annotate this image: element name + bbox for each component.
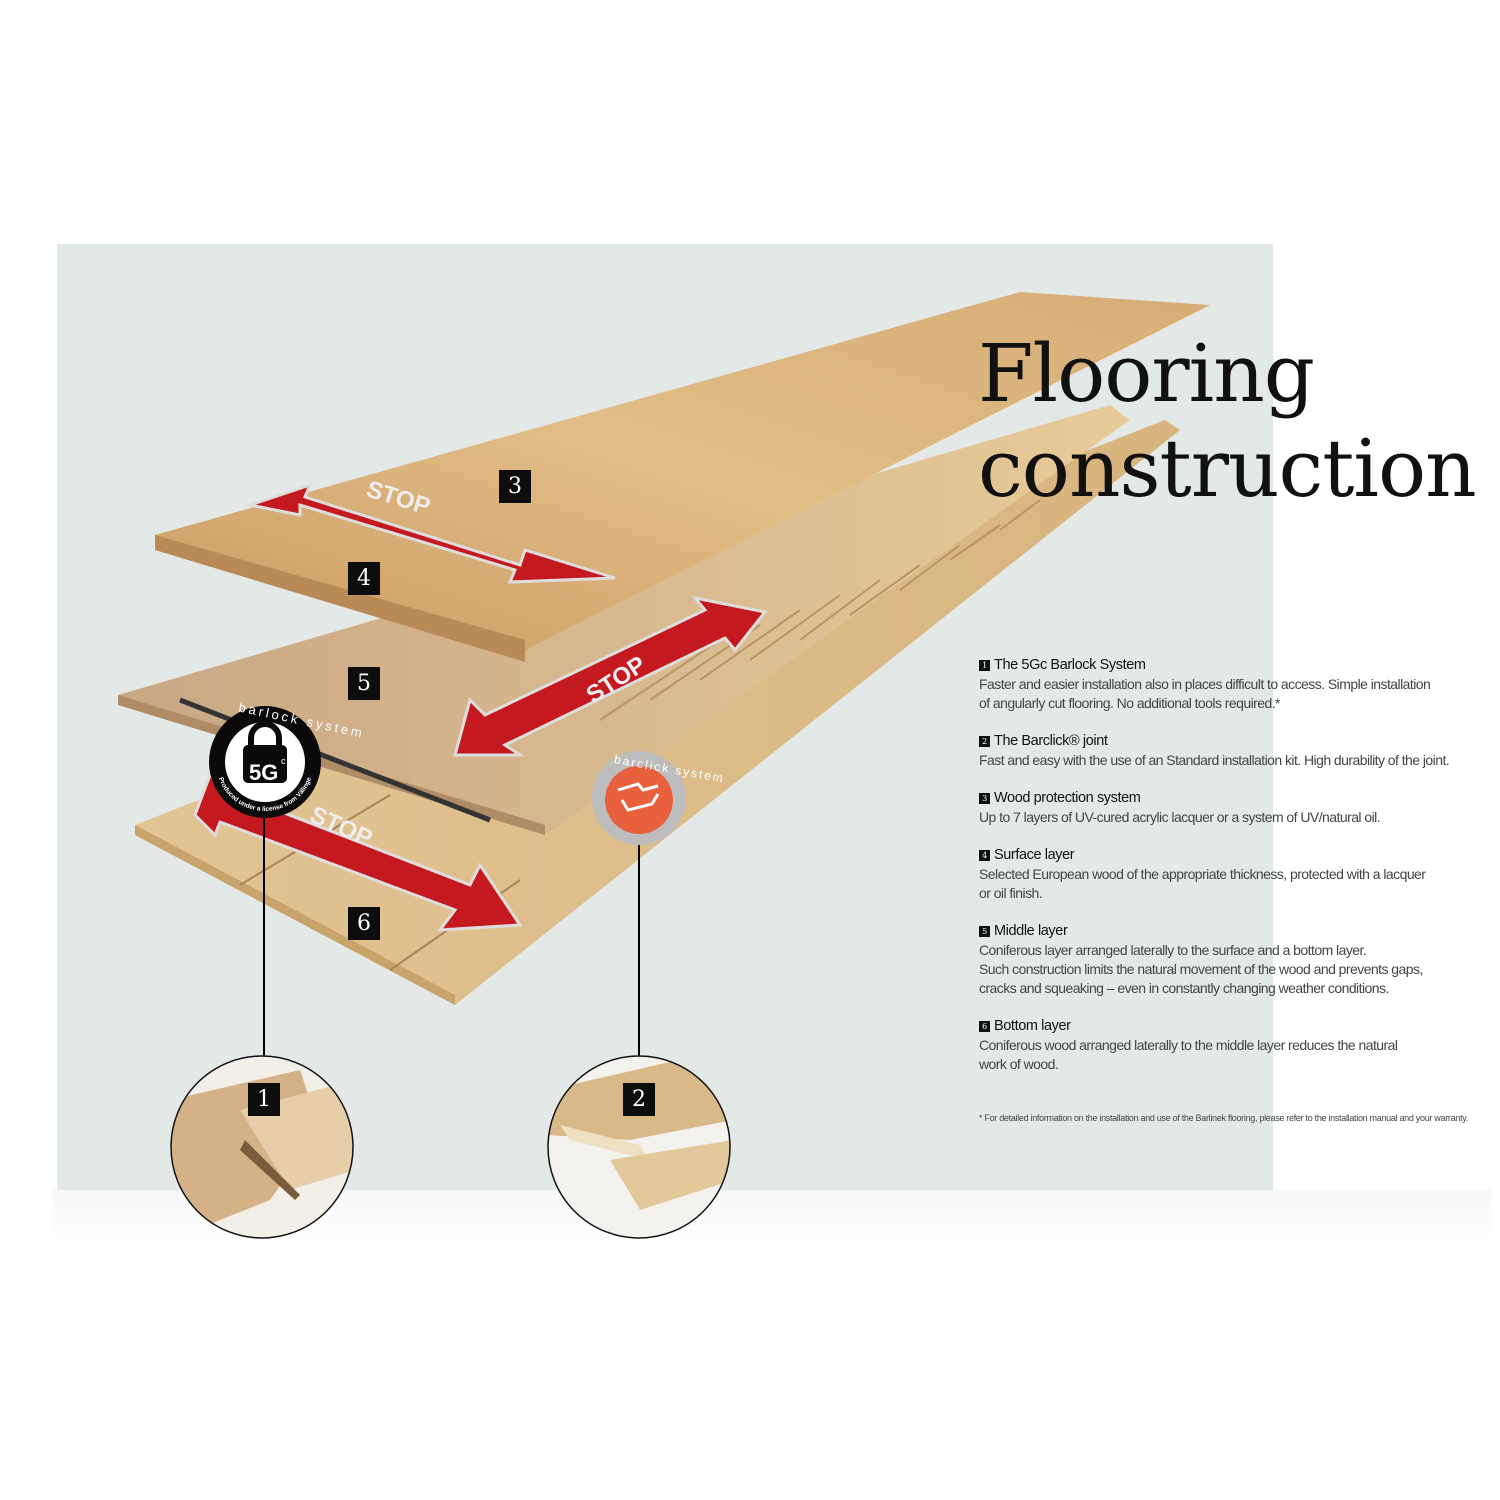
feature-title: The 5Gc Barlock System [994, 657, 1146, 673]
feature-list: 1 The 5Gc Barlock System Faster and easie… [979, 656, 1499, 1093]
feature-text: Fast and easy with the use of an Standar… [979, 752, 1450, 768]
feature-item: 2 The Barclick® joint Fast and easy with … [979, 732, 1499, 770]
layer-tag-3: 3 [499, 470, 531, 503]
layer-tag-5: 5 [348, 667, 380, 700]
feature-item: 3 Wood protection system Up to 7 layers o… [979, 789, 1499, 827]
footnote: * For detailed information on the instal… [979, 1113, 1468, 1123]
title-line-1: Flooring [978, 327, 1315, 420]
inset-barclick-joint [547, 1055, 731, 1239]
feature-number: 1 [979, 660, 990, 671]
layer-tag-6: 6 [348, 907, 380, 940]
feature-text: Coniferous layer arranged laterally to t… [979, 942, 1423, 996]
feature-title: The Barclick® joint [994, 733, 1108, 749]
barclick-badge: barclick system [592, 751, 726, 845]
feature-item: 5 Middle layer Coniferous layer arranged … [979, 922, 1499, 998]
feature-title: Middle layer [994, 923, 1068, 939]
page-title: Flooring construction [978, 326, 1477, 516]
badge-superscript: c [281, 756, 286, 766]
feature-number: 4 [979, 850, 990, 861]
feature-item: 6 Bottom layer Coniferous wood arranged l… [979, 1017, 1499, 1074]
title-line-2: construction [978, 422, 1477, 515]
feature-text: Up to 7 layers of UV-cured acrylic lacqu… [979, 809, 1381, 825]
feature-title: Surface layer [994, 847, 1075, 863]
feature-item: 1 The 5Gc Barlock System Faster and easie… [979, 656, 1499, 713]
feature-number: 5 [979, 926, 990, 937]
feature-text: Selected European wood of the appropriat… [979, 866, 1426, 901]
layer-tag-4: 4 [348, 562, 380, 595]
feature-text: Coniferous wood arranged laterally to th… [979, 1037, 1398, 1072]
layer-tag-2: 2 [623, 1083, 655, 1116]
feature-text: Faster and easier installation also in p… [979, 676, 1431, 711]
feature-number: 3 [979, 793, 990, 804]
feature-title: Bottom layer [994, 1018, 1071, 1034]
feature-number: 2 [979, 736, 990, 747]
layer-tag-1: 1 [248, 1083, 280, 1116]
feature-title: Wood protection system [994, 790, 1141, 806]
surface-plank [155, 292, 1210, 662]
badge-center-text: 5G [249, 760, 278, 785]
feature-item: 4 Surface layer Selected European wood of… [979, 846, 1499, 903]
feature-number: 6 [979, 1021, 990, 1032]
